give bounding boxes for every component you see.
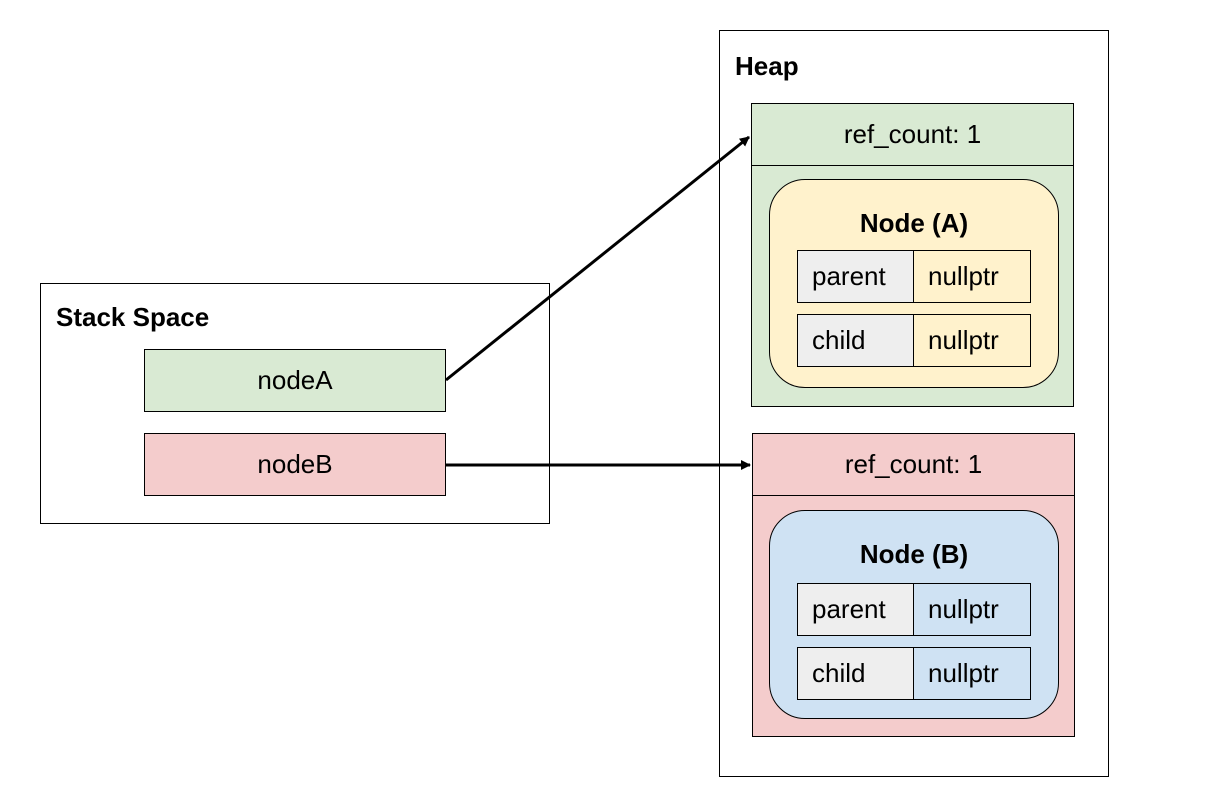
field-name-parent: parent [797, 583, 914, 636]
heap-title: Heap [735, 51, 799, 81]
ref-count-label: ref_count: 1 [752, 104, 1073, 166]
stack-space-title: Stack Space [56, 302, 210, 332]
field-value-parent: nullptr [913, 583, 1031, 636]
heap-block-b: ref_count: 1 Node (B) parent nullptr chi… [752, 433, 1075, 737]
stack-var-nodeB: nodeB [144, 433, 446, 496]
stack-var-nodeA: nodeA [144, 349, 446, 412]
field-value-child: nullptr [913, 314, 1031, 367]
ref-count-label: ref_count: 1 [753, 434, 1074, 496]
field-name-parent: parent [797, 250, 914, 303]
heap-block-a: ref_count: 1 Node (A) parent nullptr chi… [751, 103, 1074, 407]
field-name-child: child [797, 647, 914, 700]
node-title: Node (A) [859, 208, 969, 238]
field-name-child: child [797, 314, 914, 367]
node-a: Node (A) parent nullptr child nullptr [769, 179, 1059, 388]
stack-var-label: nodeB [257, 449, 333, 479]
field-value-parent: nullptr [913, 250, 1031, 303]
node-title: Node (B) [859, 539, 969, 569]
stack-var-label: nodeA [257, 365, 333, 395]
node-b: Node (B) parent nullptr child nullptr [769, 510, 1059, 719]
field-value-child: nullptr [913, 647, 1031, 700]
